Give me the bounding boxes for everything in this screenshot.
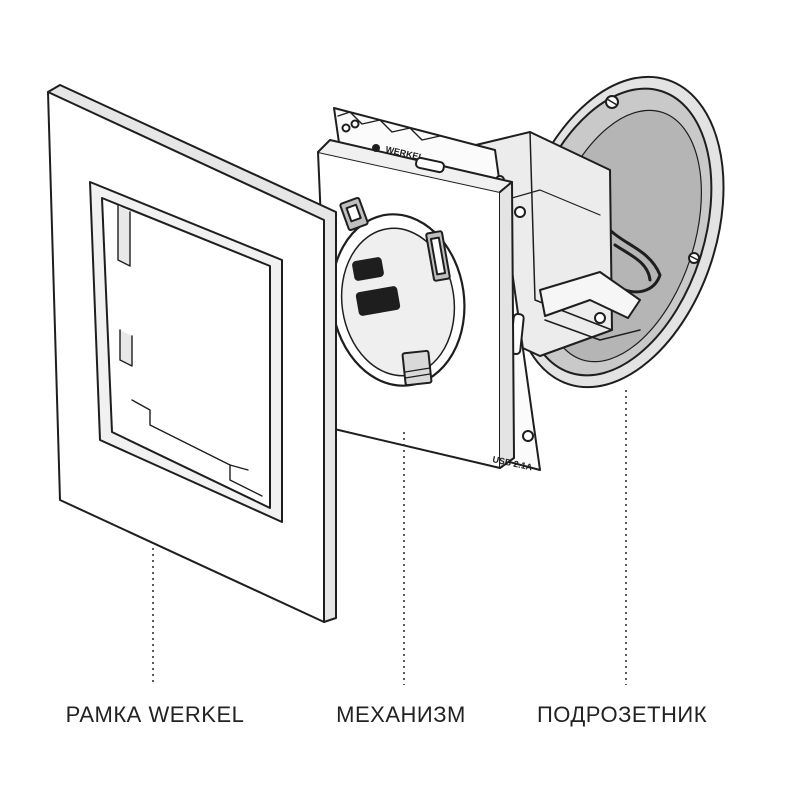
socket-pin-hole-icon	[352, 257, 384, 281]
leader-lines	[152, 390, 627, 685]
terminal-clamp-icon	[539, 271, 641, 319]
label-backbox: ПОДРОЗЕТНИК	[536, 702, 708, 727]
brand-logo-icon	[372, 144, 380, 152]
frame	[47, 84, 337, 623]
mechanism: WERKEL USB 2.1A	[317, 107, 641, 472]
label-frame: РАМКА WERKEL	[65, 702, 245, 727]
socket-pin-hole-icon	[355, 286, 401, 316]
mechanism-slot	[415, 156, 445, 174]
cable-icon	[608, 228, 662, 294]
earth-contact-icon	[401, 349, 433, 387]
label-mechanism: МЕХАНИЗМ	[336, 702, 466, 727]
